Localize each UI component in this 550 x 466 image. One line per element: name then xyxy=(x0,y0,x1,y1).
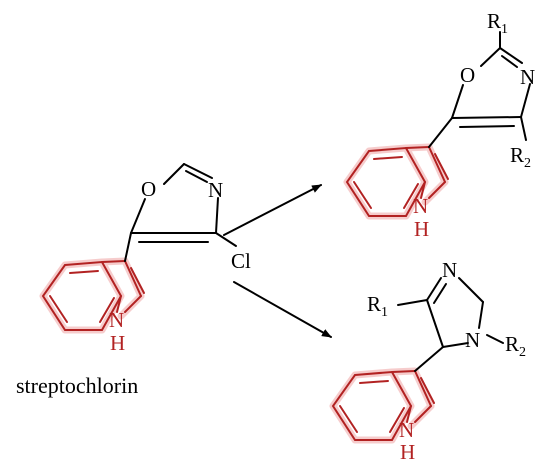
r2-bond-top xyxy=(520,116,527,141)
oxazole-product-structure: N H O N R1 R2 xyxy=(343,9,535,241)
indole-h-label: H xyxy=(110,331,125,355)
oxazole-ring-left xyxy=(130,163,219,243)
oxazole-o-label-top: O xyxy=(460,63,475,87)
arrow-to-oxazole xyxy=(223,184,322,236)
r1-label-bottom: R1 xyxy=(367,292,388,320)
imidazole-ring xyxy=(426,277,484,348)
arrow-to-imidazole xyxy=(233,281,332,338)
indole-n-label-top: N xyxy=(413,194,428,218)
indole-imidazole-bond xyxy=(414,346,444,372)
c-cl-bond xyxy=(215,232,237,247)
streptochlorin-structure: N H O N Cl streptochlorin xyxy=(16,163,251,398)
imidazole-product-structure: N H N N R1 R2 xyxy=(329,258,526,464)
indole-h-label-bottom: H xyxy=(400,440,415,464)
indole-h-label-top: H xyxy=(414,217,429,241)
indole-n-label: N xyxy=(109,308,124,332)
oxazole-ring-top xyxy=(451,47,531,128)
r2-label-bottom: R2 xyxy=(505,332,526,360)
indole-oxazole-bond xyxy=(428,117,453,148)
chlorine-label: Cl xyxy=(231,249,251,273)
compound-caption: streptochlorin xyxy=(16,373,138,398)
indole-n-label-bottom: N xyxy=(399,418,414,442)
imidazole-n1-label: N xyxy=(465,328,480,352)
r2-bond-bottom xyxy=(486,334,504,344)
indole-pyrrole-left xyxy=(101,260,145,313)
indole-pyrrole-top xyxy=(405,146,449,199)
r1-label-top: R1 xyxy=(487,9,508,37)
c3-c5-bond xyxy=(124,232,132,262)
oxazole-n-label-top: N xyxy=(520,65,535,89)
r1-bond-bottom xyxy=(397,299,428,306)
r2-label-top: R2 xyxy=(510,143,531,171)
oxazole-n-label: N xyxy=(208,178,223,202)
oxazole-o-label: O xyxy=(141,177,156,201)
imidazole-n3-label: N xyxy=(442,258,457,282)
indole-pyrrole-bottom xyxy=(391,370,435,423)
